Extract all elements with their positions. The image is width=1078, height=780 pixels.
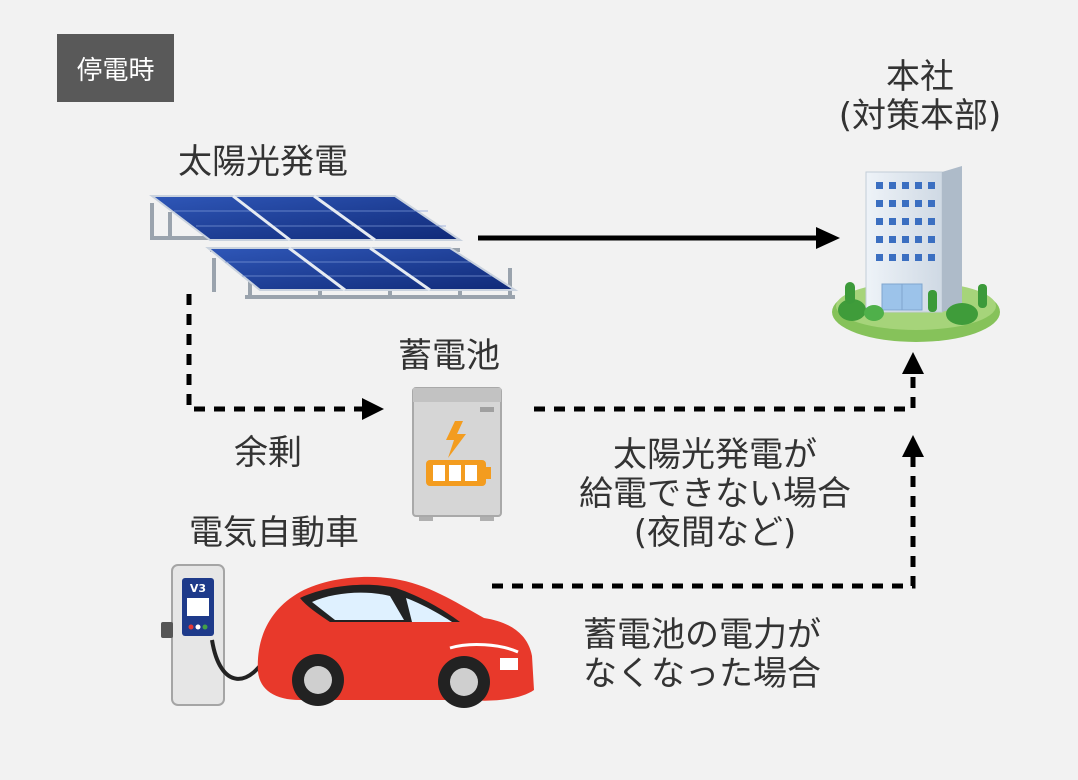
lightning-bolt-icon bbox=[446, 421, 466, 458]
solar-label: 太陽光発電 bbox=[178, 142, 348, 182]
charger-badge: V3 bbox=[190, 582, 206, 595]
arrow-battery-to-headquarters bbox=[534, 374, 916, 412]
ev-label: 電気自動車 bbox=[189, 513, 359, 553]
headquarters-line2: (対策本部) bbox=[838, 96, 1002, 137]
note-battery-empty: 蓄電池の電力が なくなった場合 bbox=[583, 615, 821, 695]
note-battery-line1: 蓄電池の電力が bbox=[583, 615, 821, 655]
note-solar-line3: (夜間など) bbox=[633, 513, 797, 554]
surplus-label: 余剰 bbox=[234, 433, 302, 473]
headquarters-line1: 本社 bbox=[886, 57, 954, 97]
note-solar-line1: 太陽光発電が bbox=[613, 435, 817, 475]
arrow-ev-to-headquarters bbox=[492, 457, 916, 589]
note-solar-unavailable: 太陽光発電が 給電できない場合 (夜間など) bbox=[545, 435, 885, 554]
battery-unit-icon bbox=[412, 387, 502, 521]
arrow-battery-head bbox=[902, 352, 924, 374]
arrow-surplus-head bbox=[362, 398, 384, 420]
arrow-surplus-to-battery bbox=[186, 294, 363, 412]
battery-label: 蓄電池 bbox=[398, 336, 500, 376]
note-battery-line2: なくなった場合 bbox=[583, 654, 821, 695]
note-solar-line2: 給電できない場合 bbox=[579, 474, 851, 515]
arrow-solar-to-headquarters bbox=[478, 227, 840, 249]
headquarters-building-icon bbox=[832, 166, 1000, 342]
electric-car-icon bbox=[257, 576, 534, 708]
solar-panel-icon bbox=[149, 194, 519, 299]
mode-tag: 停電時 bbox=[57, 34, 174, 102]
ev-charger-icon: V3 bbox=[161, 564, 272, 706]
headquarters-label: 本社 (対策本部) bbox=[810, 57, 1030, 137]
arrow-ev-head bbox=[902, 435, 924, 457]
